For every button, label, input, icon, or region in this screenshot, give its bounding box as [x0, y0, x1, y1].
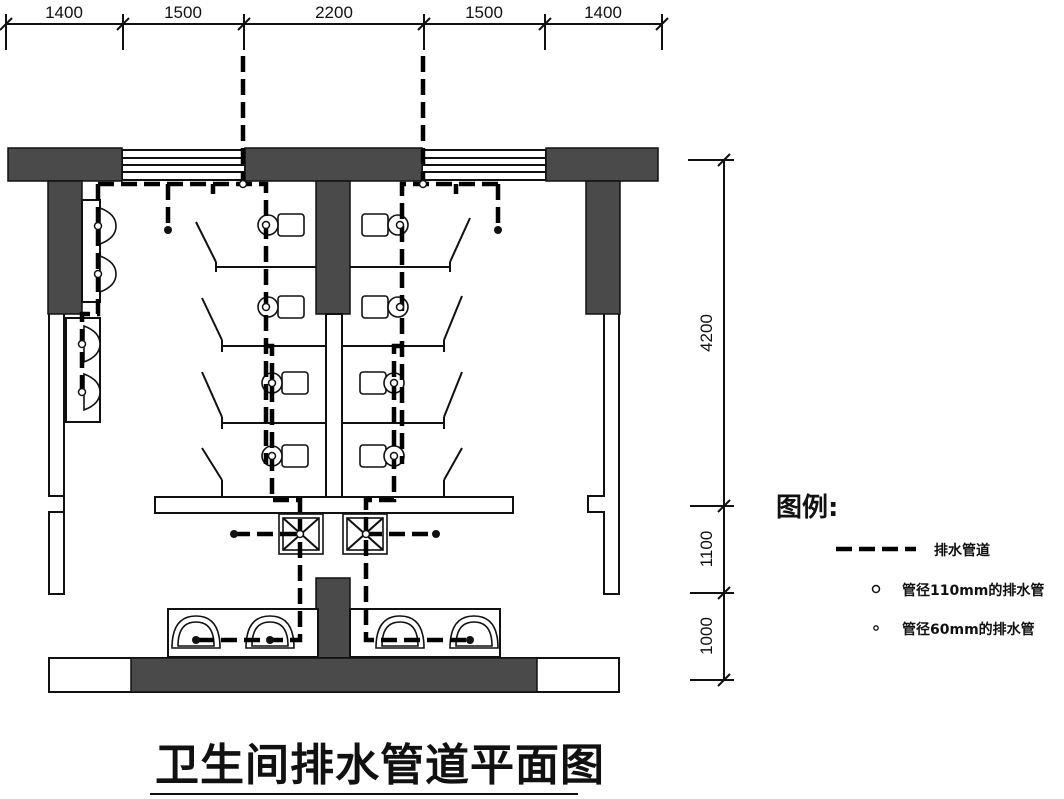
urinal [83, 324, 101, 364]
top-dimension-1: 1400 [45, 3, 83, 22]
legend-small-circle-symbol [873, 625, 879, 631]
top-wall-right [545, 147, 659, 182]
urinals [83, 206, 117, 412]
top-dimension-3: 2200 [315, 3, 353, 22]
drain-main-right-lower [363, 343, 470, 643]
legend-item-pipe: 排水管道 [934, 542, 990, 559]
legend-large-circle-symbol [871, 584, 881, 594]
left-thin-wall [48, 314, 65, 595]
top-dimension-ticks [0, 14, 669, 50]
drain-main-right [399, 181, 498, 464]
urinal [83, 372, 101, 412]
right-dimension-1: 4200 [697, 314, 716, 352]
drain-main-left-lower [196, 343, 303, 643]
top-dimension-4: 1500 [465, 3, 503, 22]
right-dimension-3: 1000 [697, 617, 716, 655]
legend-item-110mm: 管径110mm的排水管 [902, 582, 1044, 599]
top-dimension-2: 1500 [164, 3, 202, 22]
urinal [99, 206, 117, 246]
top-dimension-chain: 1400 1500 2200 1500 1400 [0, 3, 669, 50]
top-wall-left [7, 147, 123, 182]
drain-urinal-branch [79, 184, 101, 392]
drawing-title: 卫生间排水管道平面图 [155, 740, 605, 791]
stall-door [195, 221, 217, 263]
top-dimension-5: 1400 [584, 3, 622, 22]
right-dimension-chain: 4200 1100 1000 [688, 153, 734, 687]
left-column [47, 180, 83, 315]
right-column [585, 180, 621, 315]
top-wall-center [244, 147, 423, 182]
stall-partitions [195, 217, 471, 497]
center-partition [325, 313, 343, 499]
urinal [99, 254, 117, 294]
lower-center-column [315, 577, 351, 659]
legend-title: 图例: [776, 493, 838, 523]
drawing-title-block: 卫生间排水管道平面图 [150, 740, 605, 795]
pipe-nodes [77, 179, 502, 644]
right-dimension-ticks [688, 153, 734, 687]
drain-main-left [98, 181, 269, 464]
drainage-pipes [79, 56, 501, 643]
legend-item-60mm: 管径60mm的排水管 [902, 621, 1035, 638]
legend: 图例: 排水管道 管径110mm的排水管 管径60mm的排水管 [776, 493, 1044, 638]
right-thin-wall [587, 314, 620, 595]
bottom-wall [130, 657, 538, 693]
stall-baseline-wall [154, 496, 514, 514]
right-dimension-2: 1100 [697, 531, 716, 568]
center-column [315, 180, 351, 315]
